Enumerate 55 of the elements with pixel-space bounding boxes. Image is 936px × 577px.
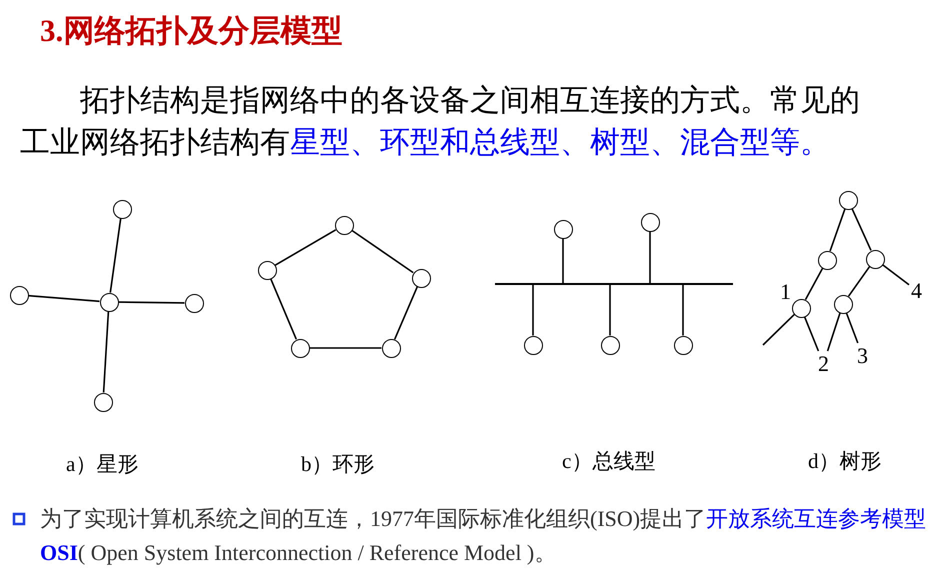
link-line bbox=[846, 312, 859, 344]
diagram-caption: c）总线型 bbox=[562, 450, 656, 474]
link-line bbox=[804, 316, 820, 352]
station-circle bbox=[554, 220, 572, 238]
station-circle bbox=[94, 392, 112, 412]
station-circle bbox=[674, 336, 692, 354]
link-line bbox=[826, 312, 841, 352]
station-circle bbox=[838, 190, 858, 210]
station-circle bbox=[100, 292, 118, 312]
station-circle bbox=[600, 336, 620, 354]
link-line bbox=[270, 278, 298, 340]
station-circle bbox=[834, 294, 852, 314]
link-line bbox=[118, 301, 185, 304]
station-circle bbox=[524, 336, 542, 354]
link-line bbox=[532, 284, 534, 336]
link-line bbox=[609, 284, 611, 336]
callout-number: 4 bbox=[910, 279, 923, 302]
link-line bbox=[649, 232, 651, 284]
link-line bbox=[882, 264, 910, 286]
station-circle bbox=[290, 338, 310, 358]
link-line bbox=[310, 347, 382, 349]
station-circle bbox=[792, 298, 810, 318]
station-circle bbox=[10, 286, 28, 304]
callout-number: 1 bbox=[780, 280, 791, 304]
station-circle bbox=[334, 216, 354, 234]
station-circle bbox=[382, 338, 400, 358]
link-line bbox=[562, 238, 564, 284]
link-line bbox=[28, 294, 100, 302]
link-line bbox=[110, 218, 122, 293]
link-line bbox=[274, 229, 336, 266]
link-line bbox=[762, 314, 795, 346]
station-circle bbox=[640, 212, 660, 232]
link-line bbox=[804, 268, 824, 300]
diagram-caption: b）环形 bbox=[301, 453, 374, 476]
station-circle bbox=[184, 294, 204, 312]
callout-number: 2 bbox=[817, 352, 830, 375]
link-line bbox=[829, 208, 846, 252]
station-circle bbox=[258, 260, 276, 280]
bus-line bbox=[495, 283, 733, 285]
title: 3.网络拓扑及分层模型 bbox=[40, 12, 342, 50]
link-line bbox=[102, 311, 110, 393]
station-circle bbox=[112, 200, 132, 218]
link-line bbox=[394, 286, 418, 340]
osi-note: 为了实现计算机系统之间的互连，1977年国际标准化组织(ISO)提出了开放系统互连参考模型OSI( Open System Interconnection / Reference Model )。 bbox=[40, 505, 928, 567]
link-line bbox=[851, 208, 872, 251]
station-circle bbox=[866, 250, 884, 268]
diagram-caption: d）树形 bbox=[808, 450, 882, 474]
diagram-caption: a）星形 bbox=[66, 453, 138, 476]
station-circle bbox=[818, 250, 836, 270]
link-line bbox=[682, 284, 684, 336]
callout-number: 3 bbox=[856, 344, 869, 367]
link-line bbox=[351, 230, 414, 274]
link-line bbox=[848, 266, 870, 297]
intro-paragraph: 拓扑结构是指网络中的各设备之间相互连接的方式。常见的工业网络拓扑结构有星型、环型和总线型、树型、混合型等。 bbox=[20, 83, 861, 161]
station-circle bbox=[412, 268, 430, 288]
